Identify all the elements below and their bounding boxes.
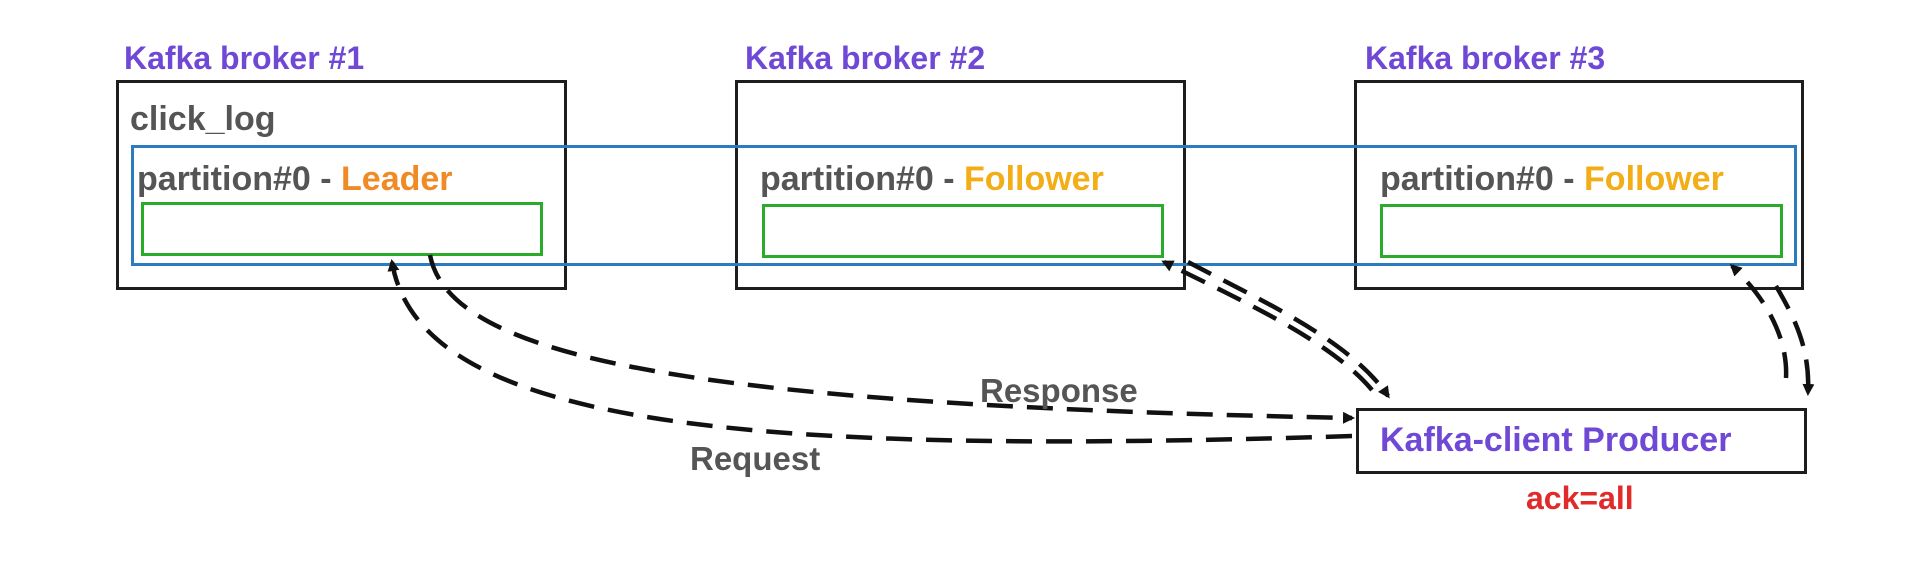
- producer-box: [1356, 408, 1807, 474]
- broker-3-box: [1354, 80, 1804, 290]
- producer-label: Kafka-client Producer: [1380, 421, 1732, 459]
- partition-name: partition#0 -: [137, 160, 342, 198]
- follower-role: Follower: [1584, 160, 1724, 198]
- request-arrow: [387, 259, 1353, 444]
- broker-1-box: [116, 80, 567, 290]
- partition-name: partition#0 -: [1380, 160, 1585, 198]
- broker-2-partition-label: partition#0 - Follower: [760, 160, 1104, 199]
- leader-role: Leader: [341, 160, 453, 198]
- broker-1-replica-box: [141, 202, 543, 256]
- follower-3-arrow-a: [1774, 284, 1815, 396]
- follower-2-arrow-b: [1161, 259, 1374, 392]
- response-label: Response: [980, 372, 1138, 409]
- response-arrow: [427, 254, 1355, 424]
- follower-3-arrow-b: [1729, 263, 1789, 379]
- broker-3-title: Kafka broker #3: [1365, 40, 1606, 76]
- topic-label: click_log: [130, 100, 276, 138]
- follower-role: Follower: [964, 160, 1104, 198]
- broker-1-partition-label: partition#0 - Leader: [137, 160, 453, 199]
- ack-setting: ack=all: [1526, 480, 1634, 516]
- partition-0-span: [131, 145, 1797, 266]
- request-label: Request: [690, 440, 821, 477]
- partition-name: partition#0 -: [760, 160, 965, 198]
- broker-3-partition-label: partition#0 - Follower: [1380, 160, 1724, 199]
- broker-1-title: Kafka broker #1: [124, 40, 365, 76]
- follower-2-arrow-a: [1186, 260, 1390, 399]
- broker-2-box: [735, 80, 1186, 290]
- broker-2-title: Kafka broker #2: [745, 40, 986, 76]
- broker-3-replica-box: [1380, 204, 1783, 258]
- broker-2-replica-box: [762, 204, 1164, 258]
